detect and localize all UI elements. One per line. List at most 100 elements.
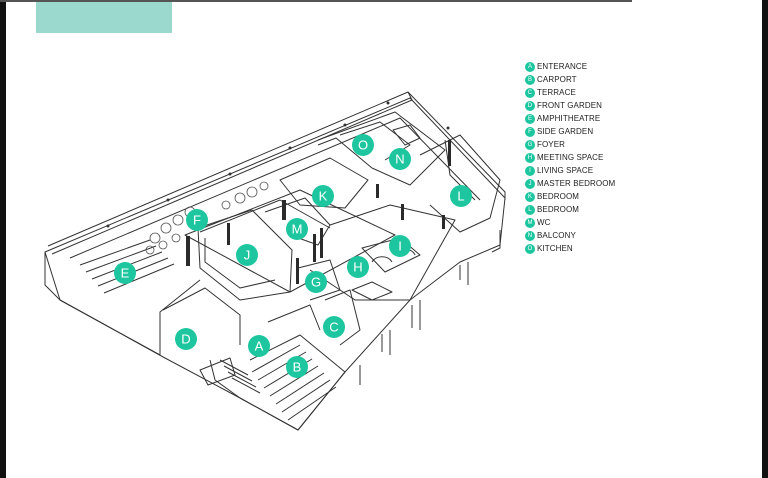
room-marker-letter: O xyxy=(358,138,368,153)
room-marker-letter: G xyxy=(311,275,321,290)
room-marker-letter: J xyxy=(244,248,251,263)
legend-label: CARPORT xyxy=(537,75,577,84)
legend-letter-badge: J xyxy=(525,178,535,189)
legend-label: FRONT GARDEN xyxy=(537,101,603,110)
bedroom-l-walls xyxy=(419,134,501,233)
room-marker-letter: E xyxy=(121,266,130,281)
carport-deck xyxy=(239,334,346,431)
room-marker-circle xyxy=(114,262,136,284)
room-marker-letter: K xyxy=(319,189,328,204)
legend-label: ENTERANCE xyxy=(537,62,588,71)
kitchen-walls xyxy=(317,111,446,186)
parapet-right xyxy=(407,91,506,200)
legend-letter-badge: D xyxy=(525,100,535,111)
room-marker-g: G xyxy=(305,271,327,293)
room-marker-circle xyxy=(286,356,308,378)
legend-label: BEDROOM xyxy=(537,205,580,214)
legend-label: KITCHEN xyxy=(537,244,573,253)
legend-label: TERRACE xyxy=(537,88,576,97)
room-marker-circle xyxy=(450,185,472,207)
room-marker-b: B xyxy=(286,356,308,378)
room-marker-circle xyxy=(389,148,411,170)
room-marker-letter: N xyxy=(395,152,404,167)
legend-letter-badge: M xyxy=(525,217,535,228)
room-marker-m: M xyxy=(286,218,308,240)
room-marker-circle xyxy=(286,218,308,240)
legend-letter-badge: F xyxy=(525,126,535,137)
room-marker-letter: M xyxy=(292,222,303,237)
room-marker-f: F xyxy=(186,209,208,231)
title-block xyxy=(36,2,172,33)
legend-letter-badge: O xyxy=(525,243,535,254)
legend-letter-badge: K xyxy=(525,191,535,202)
legend-label: BALCONY xyxy=(537,231,576,240)
legend-letter-badge: L xyxy=(525,204,535,215)
left-end-wall xyxy=(44,252,61,301)
legend-label: BEDROOM xyxy=(537,192,580,201)
legend-label: LIVING SPACE xyxy=(537,166,594,175)
legend-label: MEETING SPACE xyxy=(537,153,604,162)
room-marker-circle xyxy=(186,209,208,231)
room-marker-e: E xyxy=(114,262,136,284)
legend-letter-badge: C xyxy=(525,87,535,98)
front-garden-planter xyxy=(199,357,236,386)
legend-letter-badge: E xyxy=(525,113,535,124)
room-marker-letter: C xyxy=(329,320,338,335)
room-marker-letter: D xyxy=(181,332,190,347)
roof-inner-edge xyxy=(69,117,481,259)
columns xyxy=(359,262,469,385)
front-facade xyxy=(59,279,201,356)
room-marker-letter: F xyxy=(193,213,201,228)
bedroom-k-walls xyxy=(279,157,369,209)
legend-letter-badge: H xyxy=(525,152,535,163)
room-marker-d: D xyxy=(175,328,197,350)
room-marker-letter: L xyxy=(457,189,464,204)
room-marker-j: J xyxy=(236,244,258,266)
frame-right-border xyxy=(762,0,768,478)
room-marker-a: A xyxy=(248,335,270,357)
legend-letter-badge: A xyxy=(525,61,535,72)
building-outline xyxy=(44,97,506,431)
room-marker-letter: H xyxy=(353,260,362,275)
master-bedroom-walls xyxy=(197,209,293,301)
wall-accents xyxy=(186,140,451,284)
room-marker-k: K xyxy=(312,185,334,207)
room-markers: A B C D E F G H I J K L M N O xyxy=(114,134,472,378)
room-marker-circle xyxy=(248,335,270,357)
frame-top-border xyxy=(0,0,632,2)
legend-label: FOYER xyxy=(537,140,566,149)
room-marker-letter: B xyxy=(293,360,302,375)
legend-label: MASTER BEDROOM xyxy=(537,179,616,188)
room-marker-circle xyxy=(236,244,258,266)
room-marker-c: C xyxy=(323,316,345,338)
room-marker-circle xyxy=(175,328,197,350)
railing-posts xyxy=(106,101,450,228)
side-garden-shrubs xyxy=(145,181,269,255)
foyer-walls xyxy=(297,259,341,301)
main-block xyxy=(184,189,396,293)
living-walls xyxy=(309,204,456,301)
room-marker-circle xyxy=(347,256,369,278)
legend-letter-badge: I xyxy=(525,165,535,176)
legend-letter-badge: G xyxy=(525,139,535,150)
room-marker-circle xyxy=(305,271,327,293)
room-marker-circle xyxy=(312,185,334,207)
room-marker-i: I xyxy=(389,235,411,257)
room-marker-letter: I xyxy=(398,239,402,254)
legend-label: AMPHITHEATRE xyxy=(537,114,601,123)
parapet-top xyxy=(47,91,413,255)
room-marker-circle xyxy=(389,235,411,257)
legend-label: SIDE GARDEN xyxy=(537,127,594,136)
